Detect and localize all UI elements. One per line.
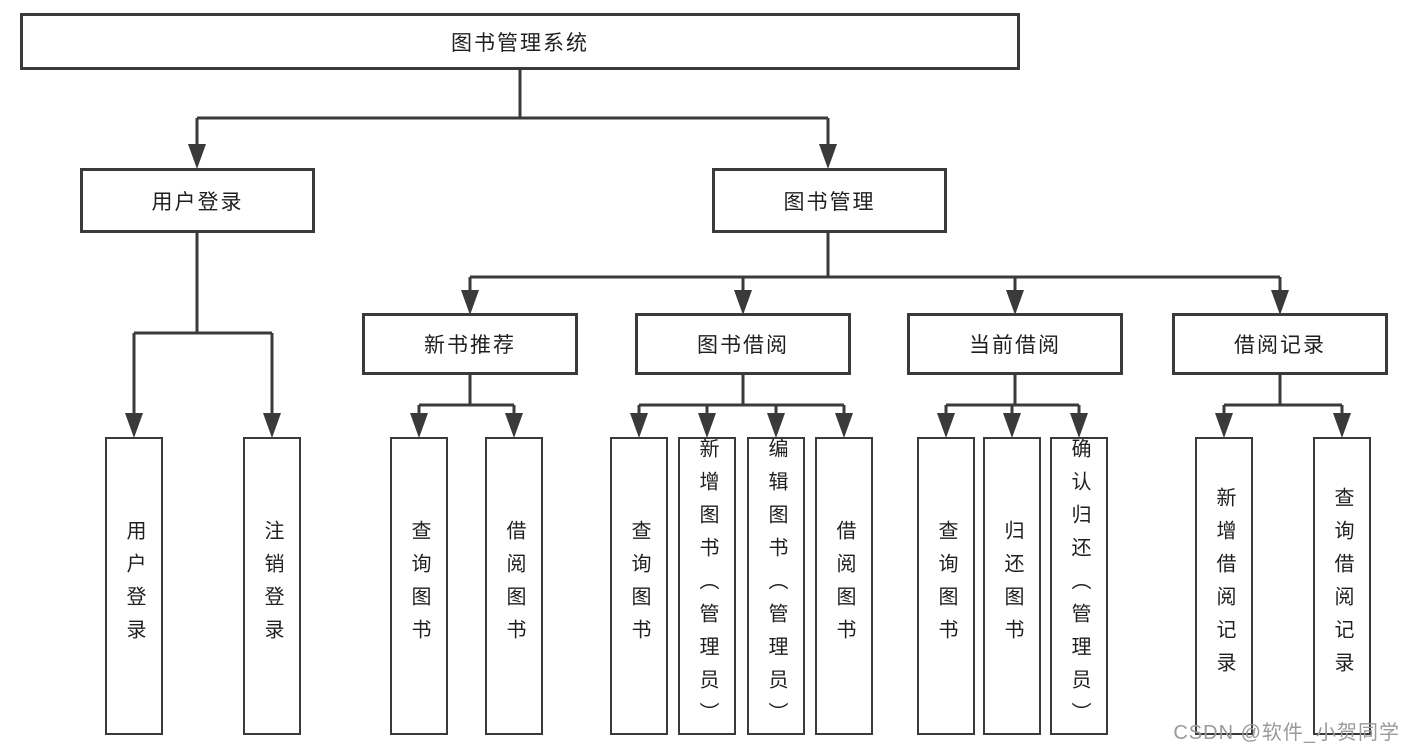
- leaf-borrow-book-recommend: 借阅图书: [485, 437, 543, 735]
- section-label: 当前借阅: [969, 334, 1061, 357]
- leaf-user-login: 用户登录: [105, 437, 163, 735]
- leaf-borrow-book: 借阅图书: [815, 437, 873, 735]
- node-root: 图书管理系统: [20, 13, 1020, 70]
- section-label: 新书推荐: [424, 334, 516, 357]
- leaf-label: 新增图书（管理员）: [696, 437, 718, 735]
- leaf-label: 编辑图书（管理员）: [765, 437, 787, 735]
- node-root-label: 图书管理系统: [451, 31, 589, 55]
- leaf-query-book-current: 查询图书: [917, 437, 975, 735]
- leaf-query-book-recommend: 查询图书: [390, 437, 448, 735]
- leaf-label: 查询图书: [935, 520, 957, 652]
- section-label: 借阅记录: [1234, 334, 1326, 357]
- leaf-label: 查询借阅记录: [1331, 487, 1353, 685]
- leaf-query-book-borrow: 查询图书: [610, 437, 668, 735]
- leaf-label: 注销登录: [261, 520, 283, 652]
- section-label: 图书借阅: [697, 334, 789, 357]
- csdn-watermark: CSDN @软件_小贺同学: [1173, 722, 1400, 744]
- node-user-login: 用户登录: [80, 168, 315, 233]
- node-borrowing-records: 借阅记录: [1172, 313, 1388, 375]
- leaf-label: 查询图书: [408, 520, 430, 652]
- leaf-return-book: 归还图书: [983, 437, 1041, 735]
- leaf-label: 借阅图书: [503, 520, 525, 652]
- leaf-label: 用户登录: [123, 520, 145, 652]
- leaf-logout: 注销登录: [243, 437, 301, 735]
- node-book-management: 图书管理: [712, 168, 947, 233]
- leaf-label: 借阅图书: [833, 520, 855, 652]
- leaf-confirm-return-admin: 确认归还（管理员）: [1050, 437, 1108, 735]
- node-user-login-label: 用户登录: [151, 190, 244, 214]
- leaf-query-borrow-record: 查询借阅记录: [1313, 437, 1371, 735]
- leaf-add-book-admin: 新增图书（管理员）: [678, 437, 736, 735]
- node-new-book-recommendation: 新书推荐: [362, 313, 578, 375]
- leaf-edit-book-admin: 编辑图书（管理员）: [747, 437, 805, 735]
- leaf-label: 查询图书: [628, 520, 650, 652]
- leaf-label: 归还图书: [1001, 520, 1023, 652]
- leaf-add-borrow-record: 新增借阅记录: [1195, 437, 1253, 735]
- node-current-borrowing: 当前借阅: [907, 313, 1123, 375]
- leaf-label: 新增借阅记录: [1213, 487, 1235, 685]
- node-book-borrowing: 图书借阅: [635, 313, 851, 375]
- leaf-label: 确认归还（管理员）: [1068, 437, 1090, 735]
- node-book-management-label: 图书管理: [783, 190, 876, 214]
